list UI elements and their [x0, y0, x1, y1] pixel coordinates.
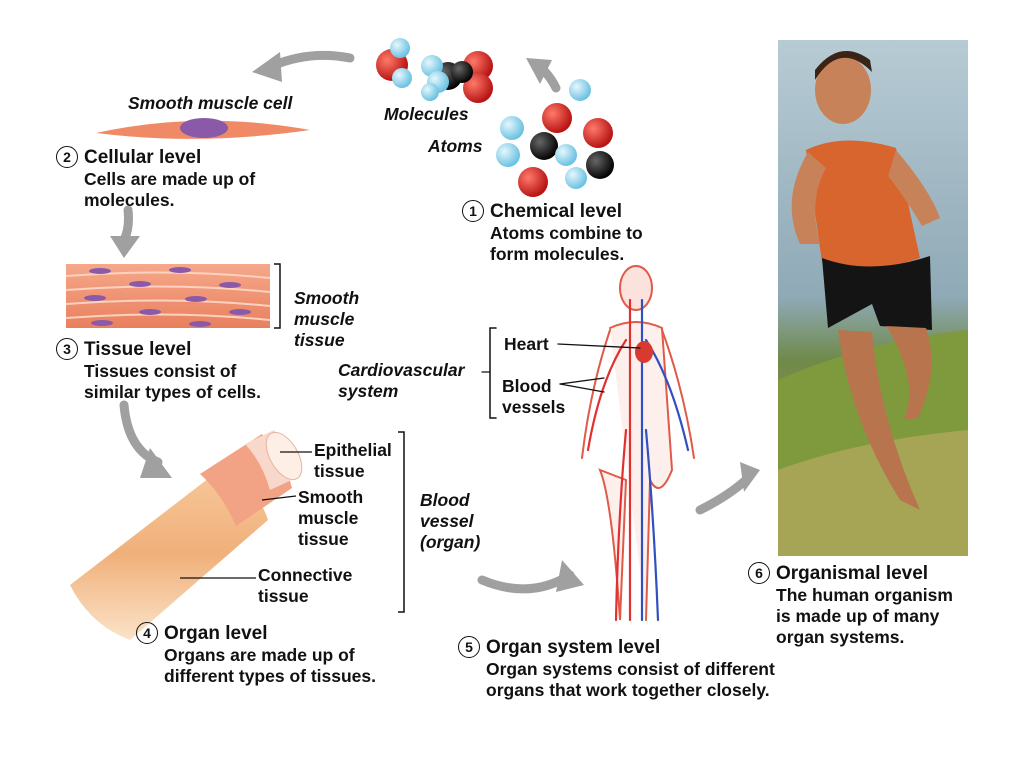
smooth-muscle-cell-label: Smooth muscle cell — [128, 93, 293, 113]
level-desc-line: molecules. — [84, 190, 175, 210]
label-line: tissue — [294, 330, 345, 350]
organ-system-level: 5 Organ system level Organ systems consis… — [458, 636, 775, 701]
blood-vessel-graphic — [70, 430, 405, 640]
label-line: tissue — [314, 461, 365, 481]
level-number: 3 — [56, 338, 78, 360]
atoms-label: Atoms — [428, 136, 483, 156]
label-line: Blood — [420, 490, 470, 510]
level-number: 4 — [136, 622, 158, 644]
arrow-organ-to-system — [477, 570, 575, 594]
level-title: Organ level — [164, 623, 268, 644]
smooth-muscle-cell-graphic — [96, 118, 310, 139]
label-line: muscle — [298, 508, 359, 528]
blood-vessel-organ-label: Blood vessel (organ) — [420, 490, 480, 553]
level-desc-line: form molecules. — [490, 244, 625, 264]
label-line: system — [338, 381, 399, 401]
level-desc-line: similar types of cells. — [84, 382, 262, 402]
level-desc-line: organs that work together closely. — [486, 680, 770, 700]
label-line: vessels — [502, 397, 566, 417]
smooth-muscle-tissue-label: Smooth muscle tissue — [294, 288, 359, 351]
label-line: muscle — [294, 309, 355, 329]
label-line: vessel — [420, 511, 474, 531]
cardiovascular-system-label: Cardiovascular system — [338, 360, 464, 402]
level-desc-line: Atoms combine to — [490, 223, 643, 243]
label-line: Smooth — [298, 487, 364, 507]
arrow-system-to-organism — [695, 473, 753, 515]
runner-photo — [778, 40, 968, 556]
level-title: Chemical level — [490, 201, 623, 222]
blood-vessels-label: Blood vessels — [502, 376, 565, 418]
tissue-level: 3 Tissue level Tissues consist of similar… — [56, 338, 261, 403]
level-desc-line: Organ systems consist of different — [486, 659, 775, 679]
molecules-label: Molecules — [384, 104, 469, 124]
organismal-level: 6 Organismal level The human organism is … — [748, 562, 953, 648]
arrow-molecules-to-cell — [267, 50, 355, 71]
label-line: Blood — [502, 376, 552, 396]
molecules-graphic — [376, 38, 493, 103]
label-line: tissue — [298, 529, 349, 549]
level-number: 2 — [56, 146, 78, 168]
level-desc-line: different types of tissues. — [164, 666, 376, 686]
chemical-level: 1 Chemical level Atoms combine to form mo… — [462, 200, 643, 265]
level-title: Tissue level — [84, 339, 192, 360]
connective-tissue-label: Connective tissue — [258, 565, 352, 607]
level-desc-line: Tissues consist of — [84, 361, 237, 381]
level-desc-line: Organs are made up of — [164, 645, 355, 665]
label-line: tissue — [258, 586, 309, 606]
level-title: Cellular level — [84, 147, 202, 168]
cardiovascular-system-graphic — [481, 265, 695, 622]
organ-smooth-muscle-label: Smooth muscle tissue — [298, 487, 363, 550]
organ-level: 4 Organ level Organs are made up of diffe… — [136, 622, 376, 687]
level-title: Organismal level — [776, 563, 929, 584]
level-desc-line: Cells are made up of — [84, 169, 256, 189]
label-line: Connective — [258, 565, 353, 585]
level-title: Organ system level — [486, 637, 661, 658]
level-desc-line: organ systems. — [776, 627, 905, 647]
smooth-muscle-tissue-graphic — [65, 263, 281, 329]
level-number: 1 — [462, 200, 484, 222]
atoms-graphic — [496, 79, 614, 197]
level-number: 6 — [748, 562, 770, 584]
cellular-level: 2 Cellular level Cells are made up of mol… — [56, 146, 255, 211]
arrow-heads — [110, 52, 760, 592]
label-line: (organ) — [420, 532, 481, 552]
epithelial-tissue-label: Epithelial tissue — [314, 440, 392, 482]
level-desc-line: is made up of many — [776, 606, 940, 626]
level-desc-line: The human organism — [776, 585, 953, 605]
label-line: Epithelial — [314, 440, 392, 460]
level-number: 5 — [458, 636, 480, 658]
label-line: Smooth — [294, 288, 360, 308]
heart-label: Heart — [504, 334, 549, 354]
arrow-cell-to-tissue — [119, 205, 133, 245]
label-line: Cardiovascular — [338, 360, 465, 380]
